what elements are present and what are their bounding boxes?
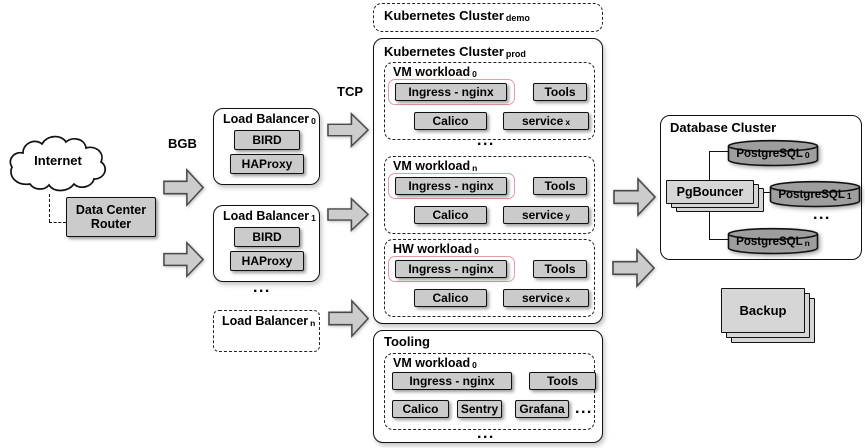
grafana-box: Grafana: [515, 400, 569, 418]
bird-box: BIRD: [234, 227, 300, 247]
right-arrow-icon: [327, 197, 370, 232]
right-arrow-icon: [163, 168, 205, 207]
tools-box: Tools: [533, 260, 587, 278]
workload-ellipsis: ...: [477, 132, 495, 149]
calico-box: Calico: [392, 400, 449, 418]
database-ellipsis: ...: [813, 206, 831, 223]
workload-sub: 0: [472, 360, 477, 370]
k8s-prod-title: Kubernetes Cluster: [384, 44, 504, 59]
right-arrow-icon: [327, 112, 370, 148]
bird-box: BIRD: [234, 130, 300, 150]
ingress-highlight: Ingress - nginx: [388, 173, 515, 199]
connector-line: [709, 151, 729, 152]
database-cluster-title: Database Cluster: [670, 120, 777, 135]
pgbouncer-box: PgBouncer: [666, 180, 754, 204]
ingress-highlight: Ingress - nginx: [388, 79, 515, 105]
lb-ellipsis: ...: [253, 279, 271, 296]
backup-box: Backup: [721, 288, 805, 333]
load-balancer-0-title: Load Balancer: [223, 112, 310, 126]
dashed-connector: [49, 222, 66, 223]
workload-title: VM workload: [393, 65, 471, 79]
load-balancer-n-sub: n: [310, 318, 316, 328]
load-balancer-0-sub: 0: [311, 116, 316, 126]
right-arrow-icon: [163, 241, 205, 278]
internet-label: Internet: [34, 153, 82, 168]
dashed-connector: [49, 194, 50, 222]
bgb-label: BGB: [168, 136, 197, 151]
workload-title: VM workload: [393, 159, 471, 173]
datacenter-router: Data Center Router: [66, 197, 156, 237]
tools-box: Tools: [533, 177, 587, 195]
connector-line: [709, 239, 729, 240]
tooling-row-ellipsis: ...: [575, 400, 593, 417]
internet-cloud: Internet: [6, 134, 110, 196]
tools-box: Tools: [533, 83, 587, 101]
ingress-nginx-box: Ingress - nginx: [395, 83, 507, 101]
tools-box: Tools: [529, 372, 596, 390]
calico-box: Calico: [414, 206, 487, 224]
k8s-demo-title: Kubernetes Cluster: [384, 8, 504, 23]
load-balancer-1-title: Load Balancer: [223, 209, 310, 223]
haproxy-box: HAProxy: [230, 251, 304, 271]
calico-box: Calico: [414, 289, 487, 307]
workload-sub: 0: [472, 69, 477, 79]
right-arrow-icon: [328, 299, 370, 338]
ingress-nginx-box: Ingress - nginx: [392, 372, 512, 390]
tcp-label: TCP: [337, 84, 363, 99]
load-balancer-1-sub: 1: [311, 213, 316, 223]
calico-box: Calico: [414, 112, 487, 130]
load-balancer-n-title: Load Balancer: [222, 314, 309, 328]
tooling-ellipsis: ...: [477, 425, 495, 442]
right-arrow-icon: [612, 248, 656, 288]
k8s-prod-sub: prod: [505, 49, 526, 59]
tooling-title: Tooling: [384, 334, 430, 349]
workload-sub: n: [472, 163, 478, 173]
haproxy-box: HAProxy: [230, 154, 304, 174]
cloud-icon: [9, 135, 107, 192]
ingress-nginx-box: Ingress - nginx: [395, 177, 507, 195]
ingress-nginx-box: Ingress - nginx: [395, 260, 507, 278]
right-arrow-icon: [613, 177, 657, 217]
workload-sub: 0: [474, 246, 479, 256]
sentry-box: Sentry: [457, 400, 502, 418]
workload-title: VM workload: [393, 356, 471, 370]
k8s-demo-sub: demo: [505, 13, 530, 23]
workload-title: HW workload: [393, 242, 473, 256]
ingress-highlight: Ingress - nginx: [388, 256, 515, 282]
